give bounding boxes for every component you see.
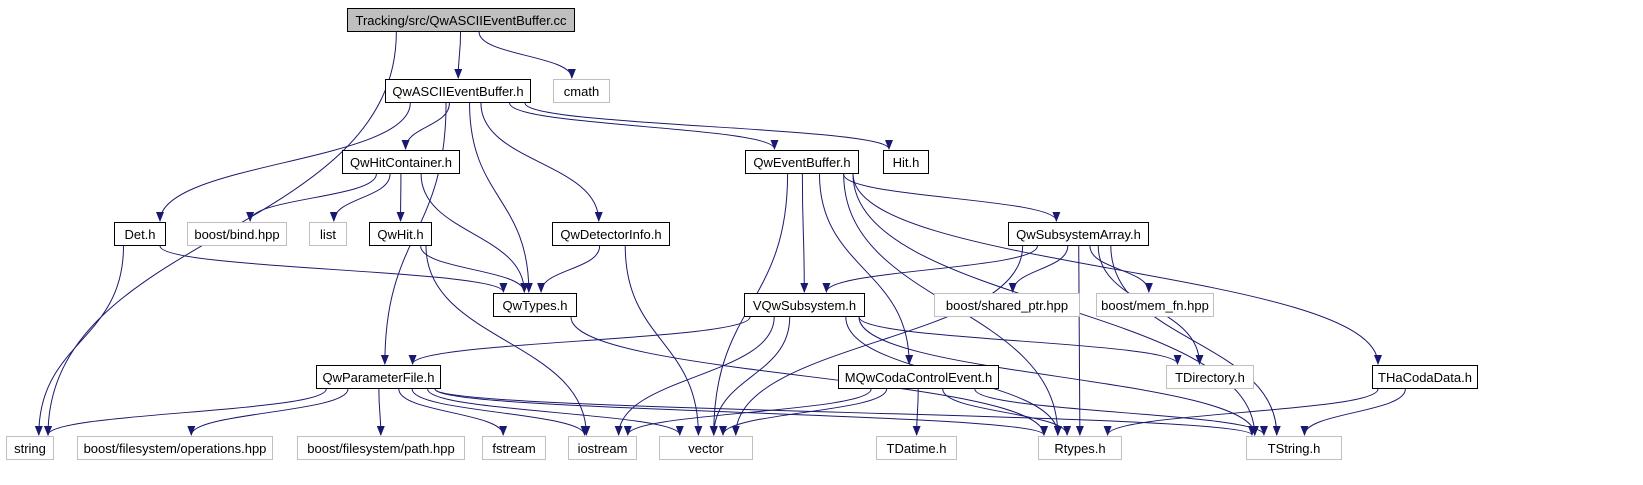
edge-asciih-to-evbuf: [509, 102, 779, 150]
edge-asciih-to-hitcont: [401, 102, 450, 150]
edge-root-to-asciih: [454, 31, 463, 79]
node-qweventbuffer-h[interactable]: QwEventBuffer.h: [745, 150, 859, 174]
node-root-file[interactable]: Tracking/src/QwASCIIEventBuffer.cc: [347, 8, 575, 32]
node-qwparameterfile-h[interactable]: QwParameterFile.h: [316, 365, 441, 389]
node-tstring-h[interactable]: TString.h: [1246, 436, 1342, 460]
edge-paramfile-to-vector: [427, 388, 684, 436]
node-boost-shared-ptr[interactable]: boost/shared_ptr.hpp: [934, 293, 1080, 317]
edge-paramfile-to-rtypes: [434, 388, 1048, 436]
edge-hitcont-to-list: [329, 173, 391, 222]
node-fstream[interactable]: fstream: [482, 436, 546, 460]
node-mqwcodacontrolevent-h[interactable]: MQwCodaControlEvent.h: [838, 365, 999, 389]
edge-evbuf-to-vqwsub: [800, 173, 809, 293]
edge-deth-to-qwtypes: [159, 245, 508, 293]
node-qwasciieventbuffer-h[interactable]: QwASCIIEventBuffer.h: [385, 79, 531, 103]
edge-subarr-to-vqwsub: [822, 245, 1038, 293]
edge-qwhit-to-iostream: [425, 245, 591, 436]
node-qwsubsystemarray-h[interactable]: QwSubsystemArray.h: [1008, 222, 1149, 246]
edge-hitcont-to-bind: [246, 173, 377, 222]
edge-asciih-to-deth: [156, 102, 411, 222]
edge-mcoda-to-iostream: [623, 388, 872, 436]
edge-thacoda-to-tstring: [1300, 388, 1406, 436]
node-cmath[interactable]: cmath: [553, 79, 610, 103]
edge-vqwsub-to-iostream: [614, 316, 775, 436]
edge-vqwsub-to-tstring: [858, 316, 1259, 436]
node-det-h[interactable]: Det.h: [114, 222, 166, 246]
edge-asciih-to-qwtypes: [469, 102, 533, 293]
edge-mcoda-to-tstring: [974, 388, 1268, 436]
edge-evbuf-to-subarr: [842, 173, 1061, 222]
edge-qwhit-to-qwtypes: [420, 245, 529, 293]
edge-deth-to-string: [34, 245, 124, 436]
node-vector[interactable]: vector: [659, 436, 753, 460]
edge-hitcont-to-qwtypes: [420, 173, 529, 293]
edge-vqwsub-to-paramfile: [408, 316, 751, 365]
node-tdatime-h[interactable]: TDatime.h: [876, 436, 957, 460]
edge-root-to-cmath: [478, 31, 576, 79]
edge-subarr-to-rtypes: [1075, 245, 1084, 436]
edge-asciih-to-detinfo: [480, 102, 603, 222]
node-vqwsubsystem-h[interactable]: VQwSubsystem.h: [744, 293, 865, 317]
edge-paramfile-to-tstring: [434, 388, 1256, 436]
edge-paramfile-to-fspath: [376, 388, 385, 436]
edge-mcoda-to-vector: [719, 388, 888, 436]
node-iostream[interactable]: iostream: [568, 436, 637, 460]
node-list[interactable]: list: [309, 222, 347, 246]
node-hit-h[interactable]: Hit.h: [883, 150, 929, 174]
edge-paramfile-to-string: [44, 388, 327, 436]
node-boost-bind[interactable]: boost/bind.hpp: [187, 222, 287, 246]
edge-paramfile-to-fsops: [187, 388, 349, 436]
edge-subarr-to-sharedptr: [1008, 245, 1069, 293]
edge-subarr-to-memfn: [1089, 245, 1153, 293]
edge-qwtypes-to-rtypes: [570, 316, 1048, 436]
node-boost-filesystem-operations[interactable]: boost/filesystem/operations.hpp: [77, 436, 273, 460]
node-qwhit-h[interactable]: QwHit.h: [369, 222, 432, 246]
edge-vqwsub-to-vector: [709, 316, 791, 436]
edge-mcoda-to-tdatime: [912, 388, 921, 436]
node-thacodadata-h[interactable]: THaCodaData.h: [1372, 365, 1478, 389]
edge-subarr-to-vector: [731, 245, 1024, 436]
edge-vqwsub-to-tdir: [858, 316, 1182, 365]
node-boost-mem-fn[interactable]: boost/mem_fn.hpp: [1096, 293, 1214, 317]
edge-detinfo-to-qwtypes: [537, 245, 601, 293]
edge-paramfile-to-iostream: [411, 388, 589, 436]
node-qwdetectorinfo-h[interactable]: QwDetectorInfo.h: [552, 222, 670, 246]
node-tdirectory-h[interactable]: TDirectory.h: [1166, 365, 1254, 389]
edge-asciih-to-hith: [524, 102, 893, 150]
node-string[interactable]: string: [6, 436, 54, 460]
edge-detinfo-to-vector: [624, 245, 703, 436]
node-qwhitcontainer-h[interactable]: QwHitContainer.h: [342, 150, 460, 174]
edge-thacoda-to-rtypes: [1103, 388, 1379, 436]
edge-evbuf-to-thacoda: [852, 173, 1382, 365]
edge-subarr-to-tstring: [1110, 245, 1281, 436]
edge-paramfile-to-fstream: [398, 388, 508, 436]
node-rtypes-h[interactable]: Rtypes.h: [1038, 436, 1122, 460]
edge-mcoda-to-rtypes: [942, 388, 1072, 436]
node-qwtypes-h[interactable]: QwTypes.h: [493, 293, 577, 317]
node-boost-filesystem-path[interactable]: boost/filesystem/path.hpp: [297, 436, 465, 460]
